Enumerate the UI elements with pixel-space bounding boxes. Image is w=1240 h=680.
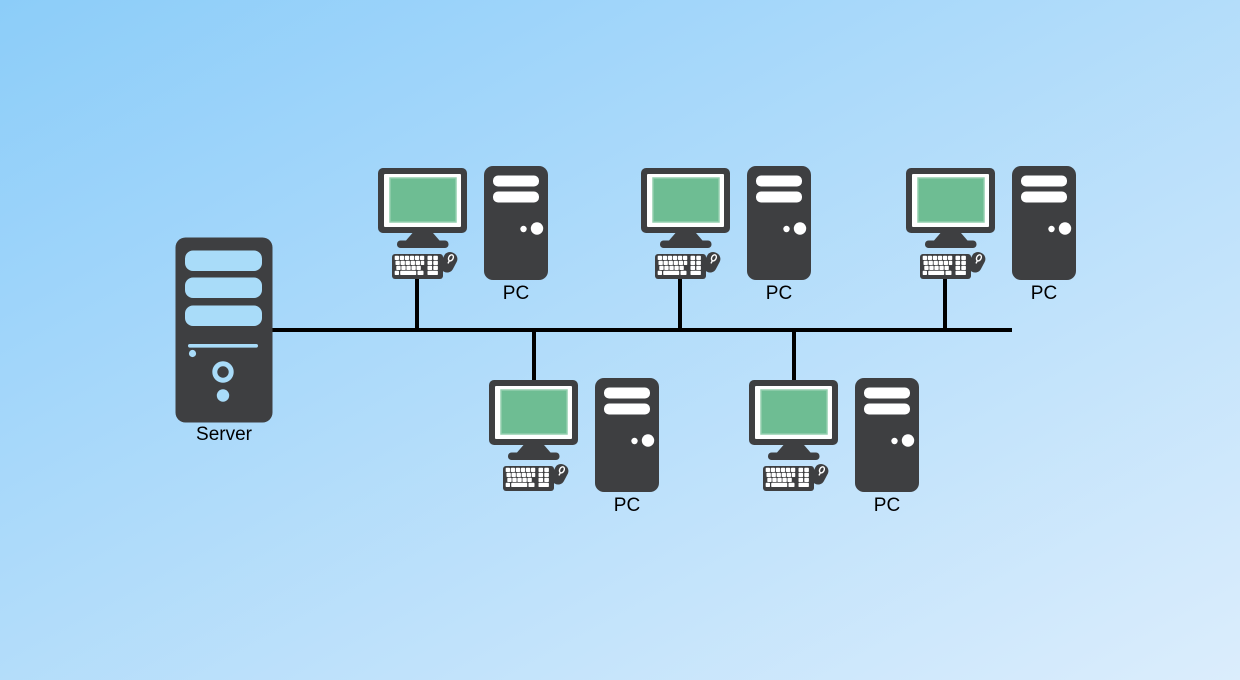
node-pc-4-label: PC xyxy=(613,495,641,516)
server-tower-icon xyxy=(175,237,273,423)
link-pc-2 xyxy=(678,272,682,330)
link-pc-4 xyxy=(532,330,536,382)
node-pc-2: PC xyxy=(641,166,813,304)
node-pc-3: PC xyxy=(906,166,1078,304)
desktop-pc-icon xyxy=(906,166,1078,280)
node-pc-1: PC xyxy=(378,166,550,304)
node-pc-2-label: PC xyxy=(765,283,793,304)
node-pc-5: PC xyxy=(749,378,921,516)
desktop-pc-icon xyxy=(378,166,550,280)
node-pc-1-label: PC xyxy=(502,283,530,304)
node-pc-4: PC xyxy=(489,378,661,516)
node-server-label: Server xyxy=(196,424,252,445)
node-pc-3-label: PC xyxy=(1030,283,1058,304)
node-server: Server xyxy=(175,237,273,445)
desktop-pc-icon xyxy=(641,166,813,280)
desktop-pc-icon xyxy=(489,378,661,492)
desktop-pc-icon xyxy=(749,378,921,492)
link-pc-3 xyxy=(943,272,947,330)
node-pc-5-label: PC xyxy=(873,495,901,516)
link-pc-5 xyxy=(792,330,796,382)
bus-link xyxy=(271,328,1012,332)
link-pc-1 xyxy=(415,272,419,330)
